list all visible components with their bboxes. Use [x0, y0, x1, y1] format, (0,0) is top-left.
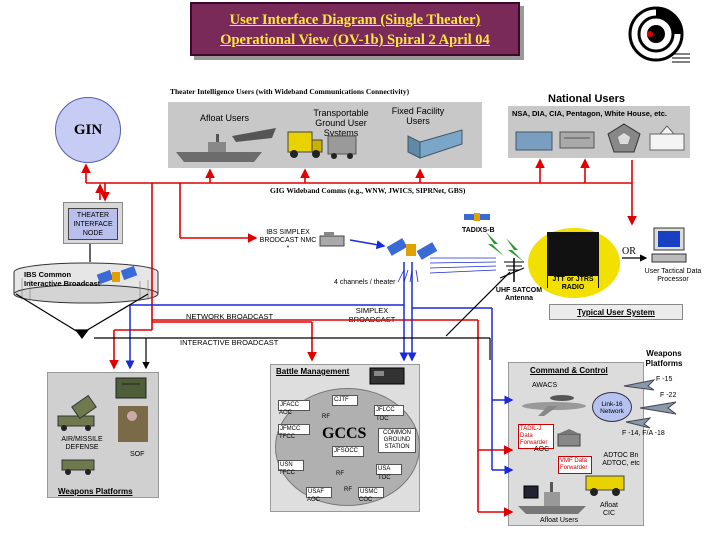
jet-icon: [623, 379, 656, 391]
national-users-subtitle: NSA, DIA, CIA, Pentagon, White House, et…: [512, 109, 668, 118]
gccs-node-toc: TOC: [376, 416, 389, 422]
weapons-platforms-left-title: Weapons Platforms: [58, 487, 133, 496]
weapons-left-icons: [57, 377, 148, 475]
gccs-label: GCCS: [322, 425, 367, 442]
pentagon-icon: [607, 123, 641, 153]
tadil-j-forwarder: TADIL-J Data Forwarder: [518, 424, 554, 449]
air-missile-label: AIR/MISSILE DEFENSE: [61, 436, 103, 451]
rf-label-3: RF: [344, 487, 352, 493]
afloat-users-bottom-label: Afloat Users: [540, 517, 579, 524]
title-banner: User Interface Diagram (Single Theater) …: [190, 2, 520, 56]
rf-label-1: RF: [322, 414, 330, 420]
jet-icon: [625, 417, 652, 429]
f15-label: F -15: [656, 376, 673, 383]
gccs-node-toc-2: TOC: [378, 475, 391, 481]
gig-red-bus: [81, 158, 637, 517]
humvee-icon: [585, 475, 625, 496]
network-broadcast-label: NETWORK BROADCAST: [186, 312, 274, 321]
uhf-satcom-label: UHF SATCOM Antenna: [495, 287, 543, 302]
gccs-node-cgs: COMMON GROUND STATION: [378, 428, 416, 453]
ship-icon: [176, 134, 262, 162]
uhf-antenna-icon: [504, 258, 524, 282]
national-users-icons: [515, 123, 685, 153]
jtt-label: JTT or JTRS RADIO: [548, 276, 598, 292]
blue-links: [125, 239, 514, 475]
battle-management-title: Battle Management: [276, 367, 350, 376]
title-line-2: Operational View (OV-1b) Spiral 2 April …: [220, 32, 490, 48]
rf-label-2: RF: [336, 471, 344, 477]
office-building-icon: [515, 131, 553, 151]
center-satellite-icon: [386, 238, 438, 260]
title-line-1: User Interface Diagram (Single Theater): [229, 12, 481, 28]
ibs-common-label: IBS Common Interactive Broadcast: [24, 270, 101, 288]
seal-logo: [628, 6, 690, 63]
afloat-users-label: Afloat Users: [200, 113, 250, 123]
office-building-icon: [559, 131, 595, 149]
gig-label: GIG Wideband Comms (e.g., WNW, JWICS, SI…: [270, 186, 466, 195]
jeep-icon: [61, 459, 95, 475]
fixed-facility-users-label: Fixed Facility Users: [391, 106, 445, 126]
building-icon: [407, 129, 463, 159]
gccs-node-usaf: USAF: [306, 487, 332, 498]
jet-icon: [639, 401, 677, 415]
theater-users-heading: Theater Intelligence Users (with Wideban…: [170, 87, 410, 96]
gccs-node-aoc-2: AOC: [307, 497, 321, 503]
sof-label: SOF: [130, 451, 145, 458]
gccs-node-aoc: AOC: [279, 410, 293, 416]
shelter-icon: [327, 135, 357, 159]
gin-node: GIN: [55, 97, 121, 163]
theater-users-icons: [176, 128, 463, 162]
aoc-label: AOC: [534, 446, 550, 453]
white-house-icon: [649, 125, 685, 151]
afloat-cic-label: Afloat CIC: [600, 502, 618, 517]
ibs-simplex-label: IBS SIMPLEX BRODCAST NMC *: [259, 229, 317, 252]
lightning-icons: [486, 232, 524, 262]
national-users-title: National Users: [548, 93, 626, 105]
gccs-node-jfmcc: JFMCC: [278, 424, 310, 435]
missile-launcher-icon: [57, 394, 97, 431]
interactive-broadcast-label: INTERACTIVE BROADCAST: [180, 338, 279, 347]
satellite-icon: [96, 265, 138, 285]
link16-network: Link-16 Network: [592, 392, 632, 422]
gccs-node-jfacc: JFACC: [278, 400, 310, 411]
black-links: [15, 244, 648, 370]
channels-label: 4 channels / theater: [334, 279, 396, 286]
vmf-forwarder: VMF Data Forwarder: [558, 456, 592, 474]
ibs-simplex-station-icon: [319, 232, 345, 247]
gccs-node-tfcc: TFCC: [279, 434, 295, 440]
weapons-platforms-right-title: Weapons Platforms: [645, 349, 683, 368]
computer-icon: [651, 227, 687, 263]
truck-icon: [287, 131, 323, 158]
gccs-node-jfsocc: JFSOCC: [332, 446, 364, 457]
radio-icon: [115, 377, 147, 399]
awacs-icon: [522, 395, 586, 416]
awacs-label: AWACS: [532, 382, 558, 389]
user-tactical-label: User Tactical Data Processor: [644, 268, 702, 283]
gccs-node-coc: COC: [359, 497, 373, 503]
tadixs-label: TADIXS-B: [462, 227, 495, 234]
ibs-common-drum: [13, 262, 159, 304]
adtoc-label: ADTOC Bn ADTOC, etc: [602, 452, 640, 467]
command-control-title: Command & Control: [530, 366, 608, 375]
theater-interface-node: THEATER INTERFACE NODE: [68, 208, 118, 240]
carrier-icon: [232, 128, 276, 142]
gccs-node-cjtf: CJTF: [332, 395, 358, 406]
aoc-shelter-icon: [557, 429, 581, 447]
soldier-icon: [118, 406, 148, 442]
or-label: OR: [622, 246, 636, 257]
typical-user-label: Typical User System: [549, 304, 683, 320]
gccs-node-usmc: USMC: [358, 487, 384, 498]
f22-label: F -22: [660, 392, 677, 399]
afloat-ship-icon: [518, 482, 586, 514]
f14-label: F -14, F/A -18: [622, 430, 665, 437]
gccs-terminal-icon: [369, 367, 405, 385]
fighter-jets-icons: [623, 379, 677, 429]
gccs-node-jflcc: JFLCC: [374, 405, 404, 416]
tadixs-satellite-icon: [464, 213, 490, 221]
gccs-node-tfcc-2: TFCC: [279, 470, 295, 476]
gccs-node-usa: USA: [376, 464, 402, 475]
transportable-users-label: Transportable Ground User Systems: [313, 108, 369, 138]
gccs-node-usn: USN: [278, 460, 304, 471]
